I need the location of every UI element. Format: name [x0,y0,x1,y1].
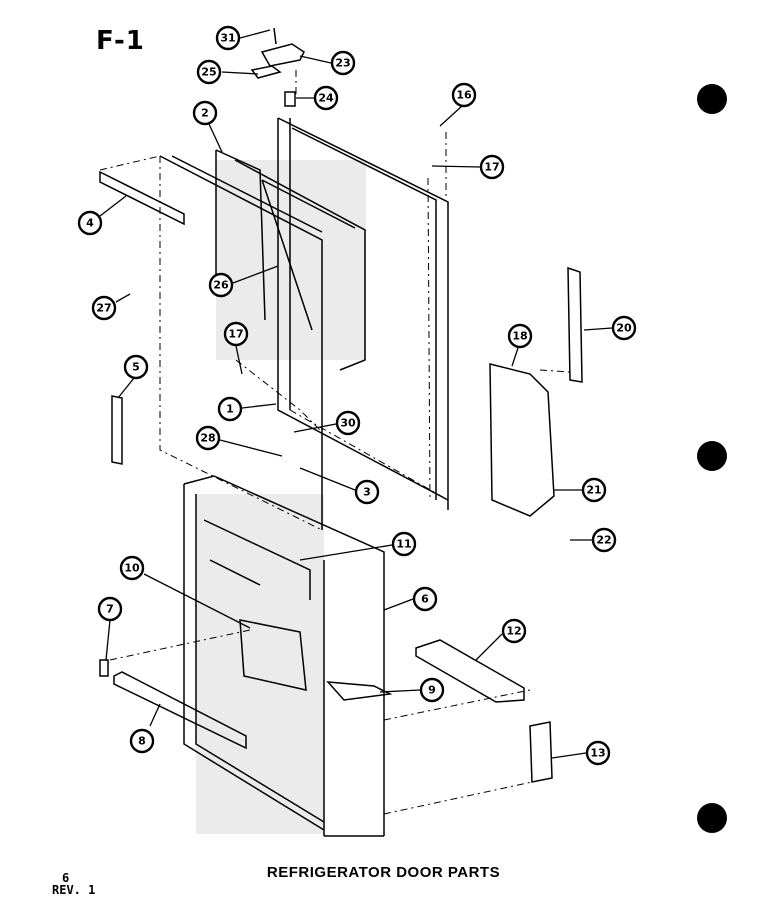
shelf-bracket [326,681,393,701]
callout-28: 28 [195,425,221,451]
hinge-assembly [250,27,305,107]
callout-30: 30 [335,410,361,436]
svg-text:31: 31 [220,32,235,45]
svg-text:4: 4 [86,217,94,230]
diagram-caption: REFRIGERATOR DOOR PARTS [266,864,501,881]
svg-text:20: 20 [616,322,632,335]
punch-hole-top [697,84,727,114]
page-number: 6 [62,871,70,885]
callout-16: 16 [451,82,477,108]
svg-text:25: 25 [201,66,216,79]
door-inner-panel [183,475,385,837]
trim-end-clip [99,659,109,677]
svg-text:30: 30 [340,417,356,430]
callout-4: 4 [77,210,103,236]
svg-text:6: 6 [421,593,429,606]
svg-text:22: 22 [596,534,611,547]
bottom-trim-strip [113,671,247,750]
callout-18: 18 [507,323,533,349]
vertical-retainer-strip [567,266,583,383]
callout-26: 26 [208,272,234,298]
callout-11: 11 [391,531,417,557]
svg-text:5: 5 [132,361,140,374]
callout-17-middle: 17 [223,321,249,347]
svg-text:11: 11 [396,538,411,551]
svg-text:16: 16 [456,89,472,102]
callout-9: 9 [419,677,445,703]
alignment-lines [109,70,571,815]
svg-text:17: 17 [228,328,243,341]
svg-text:26: 26 [213,279,229,292]
callout-23: 23 [330,50,356,76]
svg-text:18: 18 [512,330,527,343]
outer-door-frame [277,117,449,510]
bin-end-cap [529,721,553,783]
callout-22: 22 [591,527,617,553]
callout-27: 27 [91,295,117,321]
callout-25: 25 [196,59,222,85]
door-bin [415,639,525,703]
door-shelf [239,619,307,691]
callout-7: 7 [97,596,123,622]
revision-label: REV. 1 [52,883,96,897]
callout-12: 12 [501,618,527,644]
callout-leaders [99,29,613,759]
figure-id: F-1 [96,26,145,56]
svg-text:10: 10 [124,562,140,575]
svg-text:2: 2 [201,107,209,120]
svg-text:24: 24 [318,92,334,105]
punch-hole-bottom [697,803,727,833]
svg-text:28: 28 [200,432,215,445]
page-footer: 6 REV. 1 [52,872,95,896]
callout-5: 5 [123,354,149,380]
callout-10: 10 [119,555,145,581]
callout-17-top: 17 [479,154,505,180]
callout-24: 24 [313,85,339,111]
callout-13: 13 [585,740,611,766]
callout-8: 8 [129,728,155,754]
svg-text:7: 7 [106,603,114,616]
shelf-retainer [489,363,555,517]
top-trim-strip [99,170,185,226]
svg-text:3: 3 [363,486,371,499]
svg-text:12: 12 [506,625,521,638]
svg-text:13: 13 [590,747,605,760]
callout-2: 2 [192,100,218,126]
side-trim-strip [111,395,123,465]
svg-text:1: 1 [226,403,234,416]
callout-20: 20 [611,315,637,341]
callout-3: 3 [354,479,380,505]
punch-hole-middle [697,441,727,471]
callout-1: 1 [217,396,243,422]
callout-6: 6 [412,586,438,612]
svg-text:8: 8 [138,735,146,748]
callout-31: 31 [215,25,241,51]
svg-text:27: 27 [96,302,111,315]
svg-text:23: 23 [335,57,350,70]
svg-text:21: 21 [586,484,601,497]
callout-21: 21 [581,477,607,503]
svg-text:9: 9 [428,684,436,697]
svg-text:17: 17 [484,161,499,174]
